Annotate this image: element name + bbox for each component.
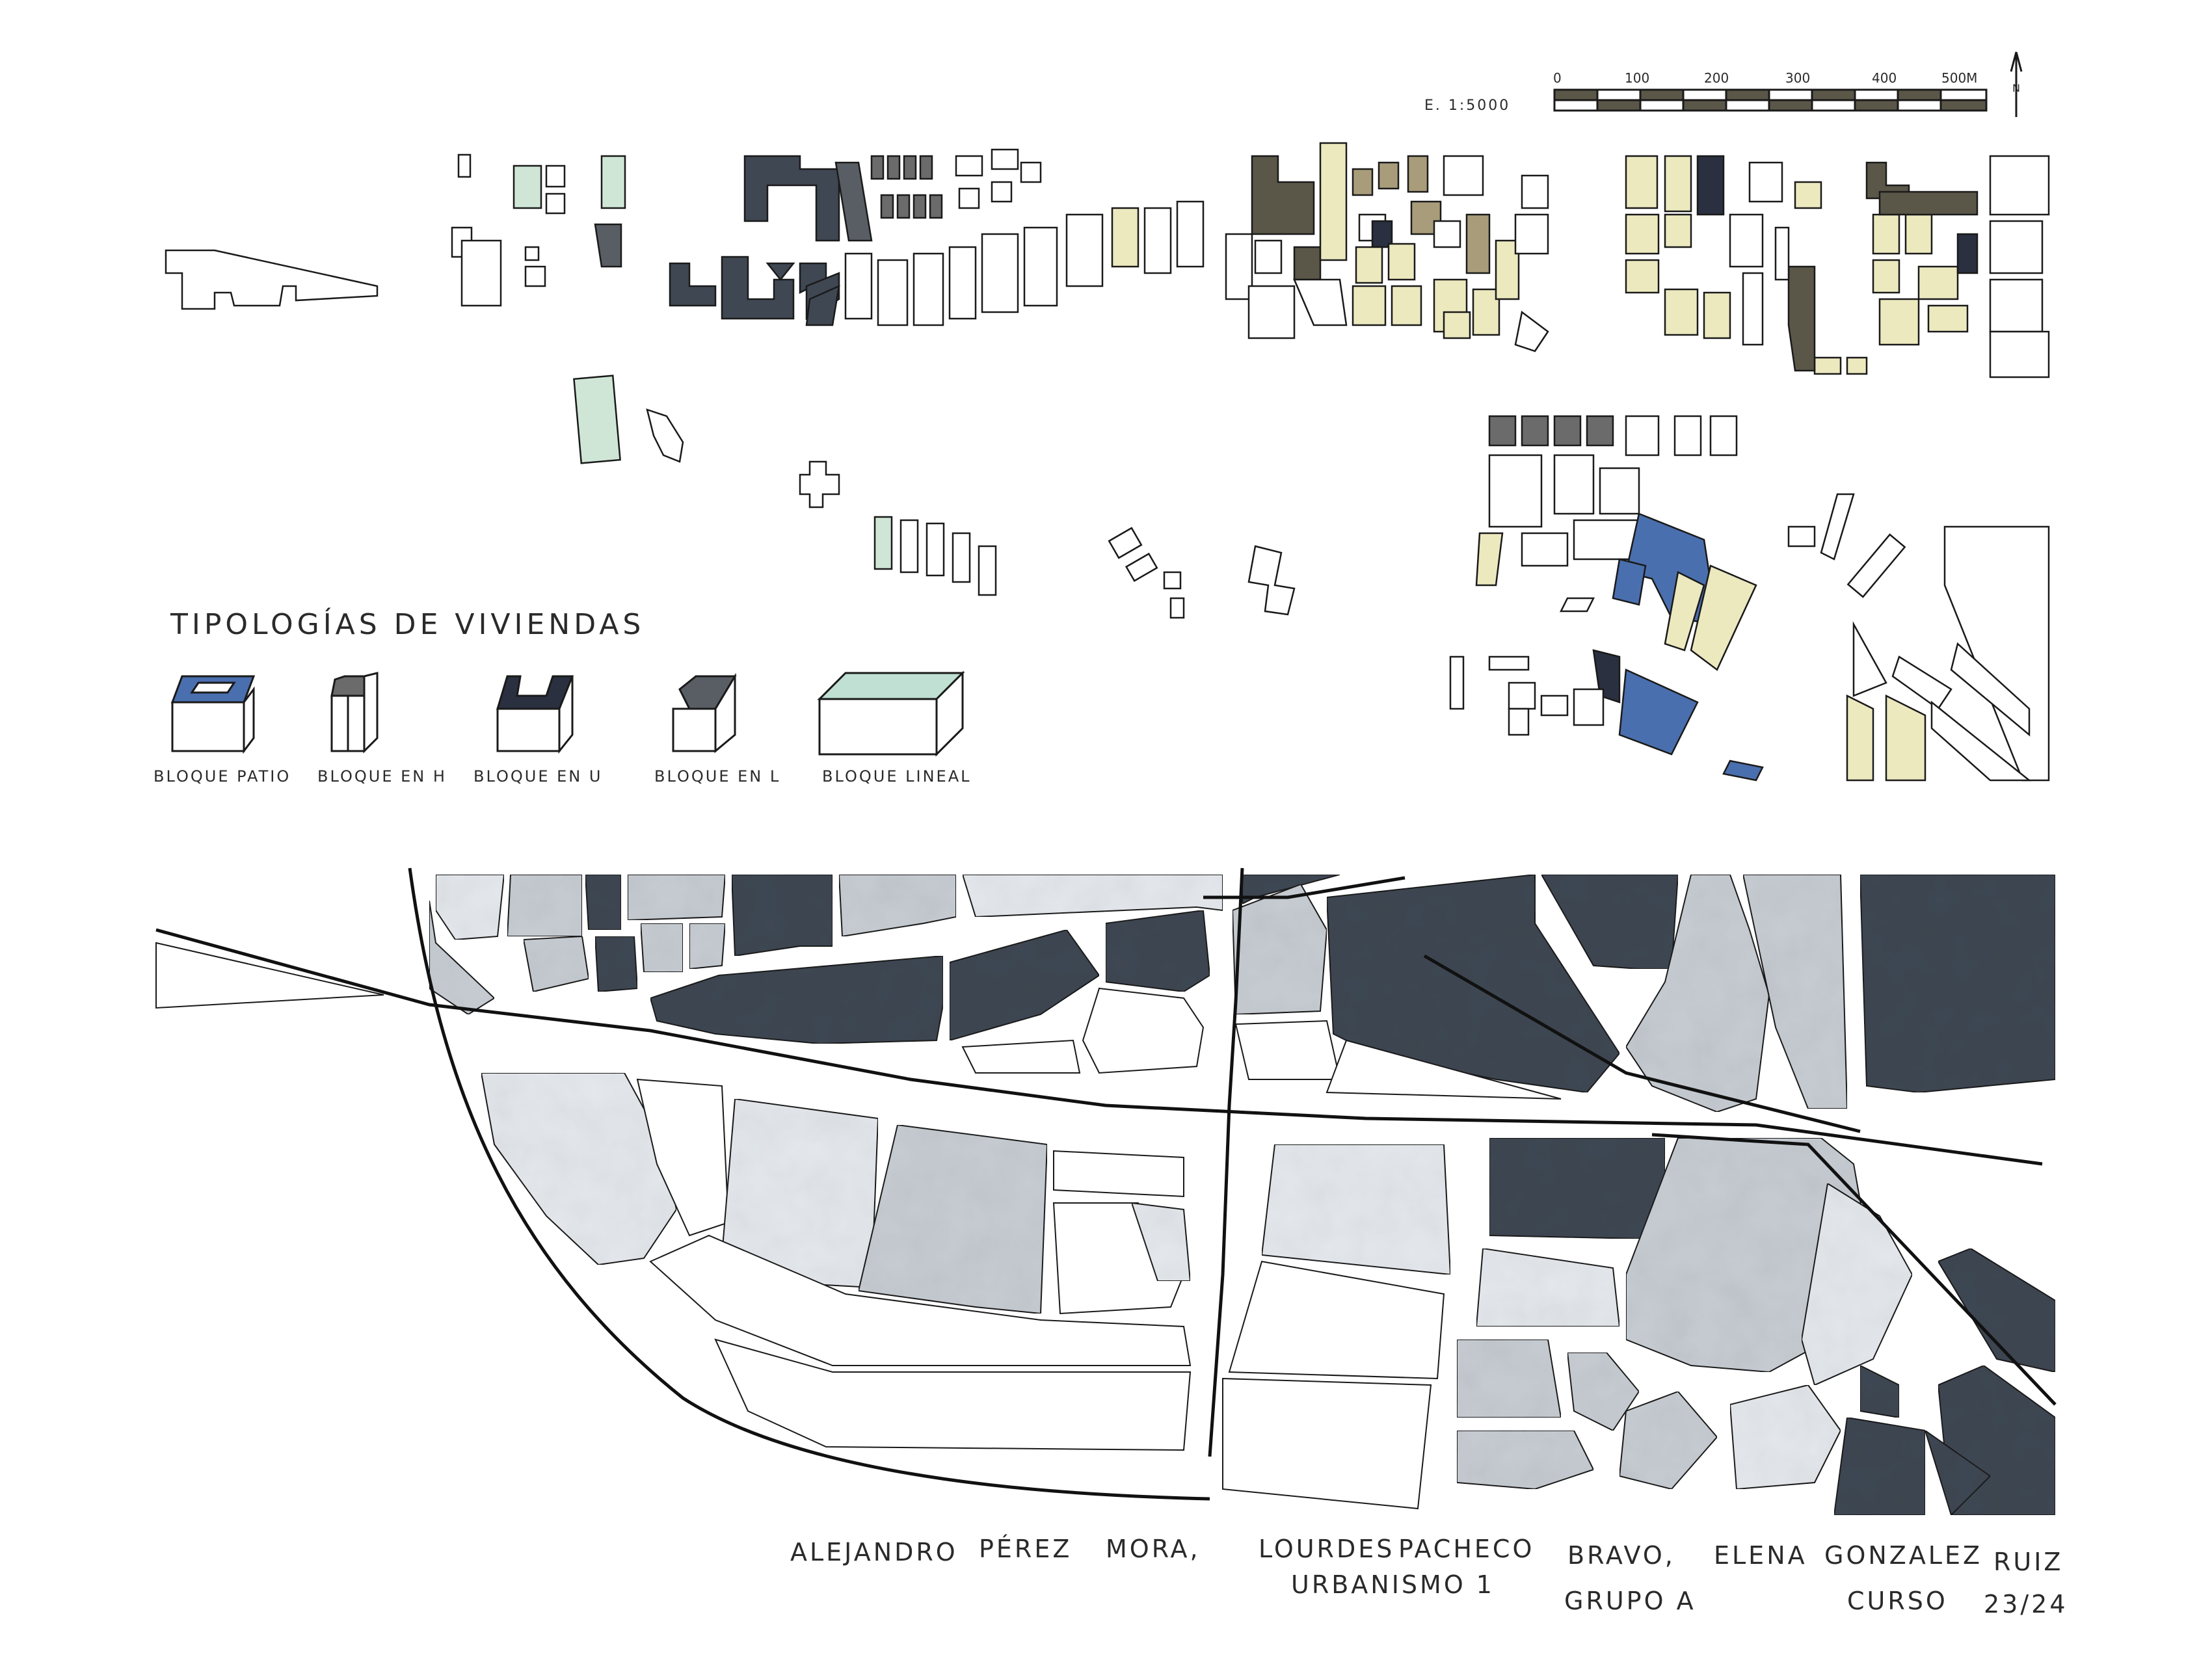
course-label: CURSO xyxy=(1847,1587,1948,1615)
legend-blocks xyxy=(170,670,965,757)
legend-bloque-en-h-icon xyxy=(330,672,379,754)
scale-bar xyxy=(1553,88,1988,112)
scale-tick-0: 0 xyxy=(1553,70,1562,86)
legend-label-patio: BLOQUE PATIO xyxy=(153,767,291,786)
scale-tick-200: 200 xyxy=(1704,70,1729,86)
north-arrow-icon xyxy=(2010,51,2023,117)
credit-word: PACHECO xyxy=(1398,1535,1535,1563)
legend-label-lineal: BLOQUE LINEAL xyxy=(822,767,972,786)
land-use-map xyxy=(155,873,2056,1516)
credit-word: RUIZ xyxy=(1993,1548,2064,1576)
credit-word: BRAVO, xyxy=(1567,1541,1675,1570)
scale-tick-500: 500M xyxy=(1941,70,1978,86)
legend-label-l: BLOQUE EN L xyxy=(654,767,781,786)
credit-word: ALEJANDRO xyxy=(790,1538,958,1566)
legend-bloque-lineal-icon xyxy=(817,670,965,757)
legend-bloque-patio-icon xyxy=(170,675,256,754)
credit-word: PÉREZ xyxy=(979,1535,1073,1563)
scale-text: E. 1:5000 xyxy=(1424,98,1511,114)
group-name: GRUPO A xyxy=(1564,1587,1696,1615)
scale-tick-300: 300 xyxy=(1785,70,1811,86)
scale-tick-400: 400 xyxy=(1872,70,1897,86)
scale-tick-100: 100 xyxy=(1625,70,1650,86)
legend-label-u: BLOQUE EN U xyxy=(473,767,603,786)
credit-word: GONZALEZ xyxy=(1824,1541,1983,1570)
legend-bloque-en-l-icon xyxy=(672,672,737,754)
major-roads xyxy=(155,867,2057,1501)
course-year: 23/24 xyxy=(1984,1590,2068,1618)
course-name: URBANISMO 1 xyxy=(1291,1570,1495,1599)
credit-word: MORA, xyxy=(1106,1535,1201,1563)
legend-title: TIPOLOGÍAS DE VIVIENDAS xyxy=(170,608,645,641)
legend-bloque-en-u-icon xyxy=(496,675,574,754)
legend-label-h: BLOQUE EN H xyxy=(317,767,447,786)
credit-word: LOURDES xyxy=(1259,1535,1395,1563)
building-footprint-plan xyxy=(165,142,2050,782)
credit-word: ELENA xyxy=(1714,1541,1807,1570)
